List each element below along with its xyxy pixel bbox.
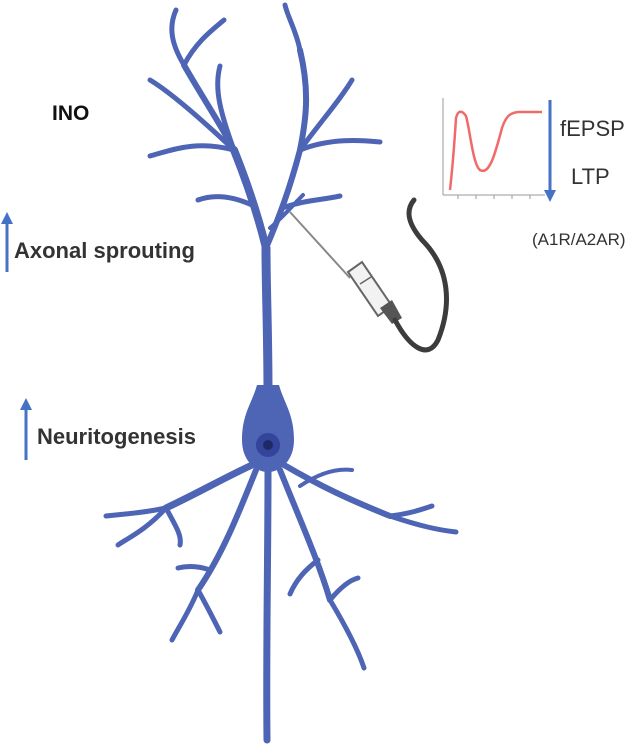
axonal-sprouting-label: Axonal sprouting [14, 238, 195, 263]
ino-label: INO [52, 102, 90, 125]
nucleolus [263, 440, 273, 450]
apical-dendrites [147, 2, 383, 400]
soma [242, 385, 294, 472]
ltp-label: LTP [571, 164, 610, 189]
receptor-label: (A1R/A2AR) [532, 230, 626, 249]
recording-electrode [289, 197, 449, 353]
fepsp-label: fEPSP [560, 116, 625, 141]
fepsp-trace [448, 110, 542, 191]
fepsp-trace-inset [442, 98, 545, 199]
neuritogenesis-label: Neuritogenesis [37, 424, 196, 449]
basal-dendrites [103, 461, 459, 744]
electrode-cable [392, 197, 449, 353]
